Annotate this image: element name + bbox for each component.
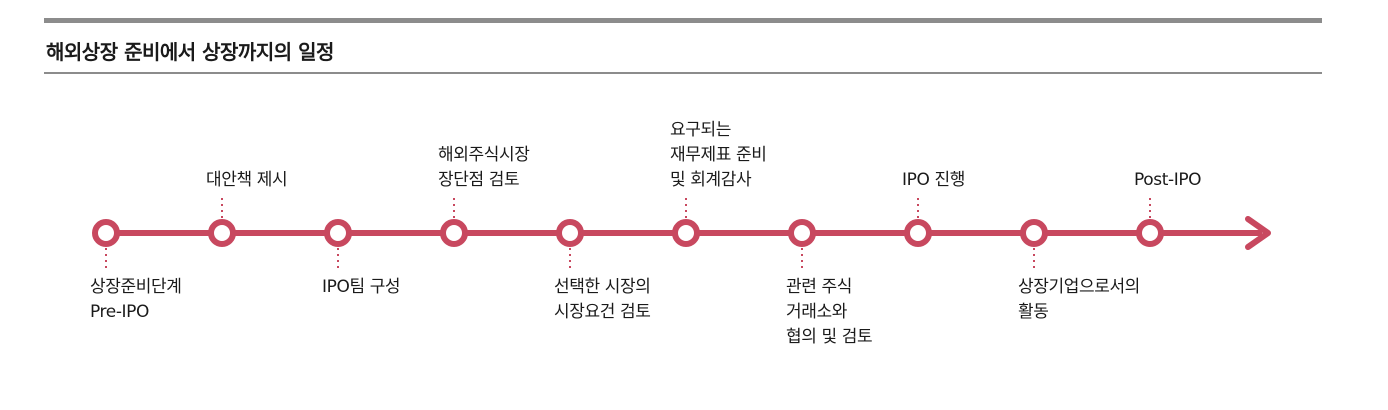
timeline-arrow-head: [1245, 216, 1271, 250]
step-node-2: [208, 219, 236, 247]
step-label-5: 선택한 시장의 시장요건 검토: [554, 277, 651, 322]
step-label-4: 해외주식시장 장단점 검토: [438, 145, 530, 190]
step-node-8: [904, 219, 932, 247]
step-node-5: [556, 219, 584, 247]
step-node-9: [1020, 219, 1048, 247]
step-label-9: 상장기업으로서의 활동: [1018, 277, 1140, 322]
header-top-rule: [44, 18, 1322, 23]
page-title: 해외상장 준비에서 상장까지의 일정: [46, 40, 334, 64]
step-label-7: 관련 주식 거래소와 협의 및 검토: [786, 277, 873, 347]
step-label-8: IPO 진행: [902, 170, 965, 190]
header-bottom-rule: [44, 72, 1322, 74]
step-node-4: [440, 219, 468, 247]
step-label-2: 대안책 제시: [206, 170, 288, 190]
step-label-1: 상장준비단계 Pre-IPO: [90, 277, 182, 322]
step-node-6: [672, 219, 700, 247]
step-label-6: 요구되는 재무제표 준비 및 회계감사: [670, 120, 767, 190]
step-label-10: Post-IPO: [1134, 170, 1202, 190]
step-node-1: [92, 219, 120, 247]
step-node-10: [1136, 219, 1164, 247]
step-label-3: IPO팀 구성: [322, 277, 401, 297]
step-node-3: [324, 219, 352, 247]
step-node-7: [788, 219, 816, 247]
